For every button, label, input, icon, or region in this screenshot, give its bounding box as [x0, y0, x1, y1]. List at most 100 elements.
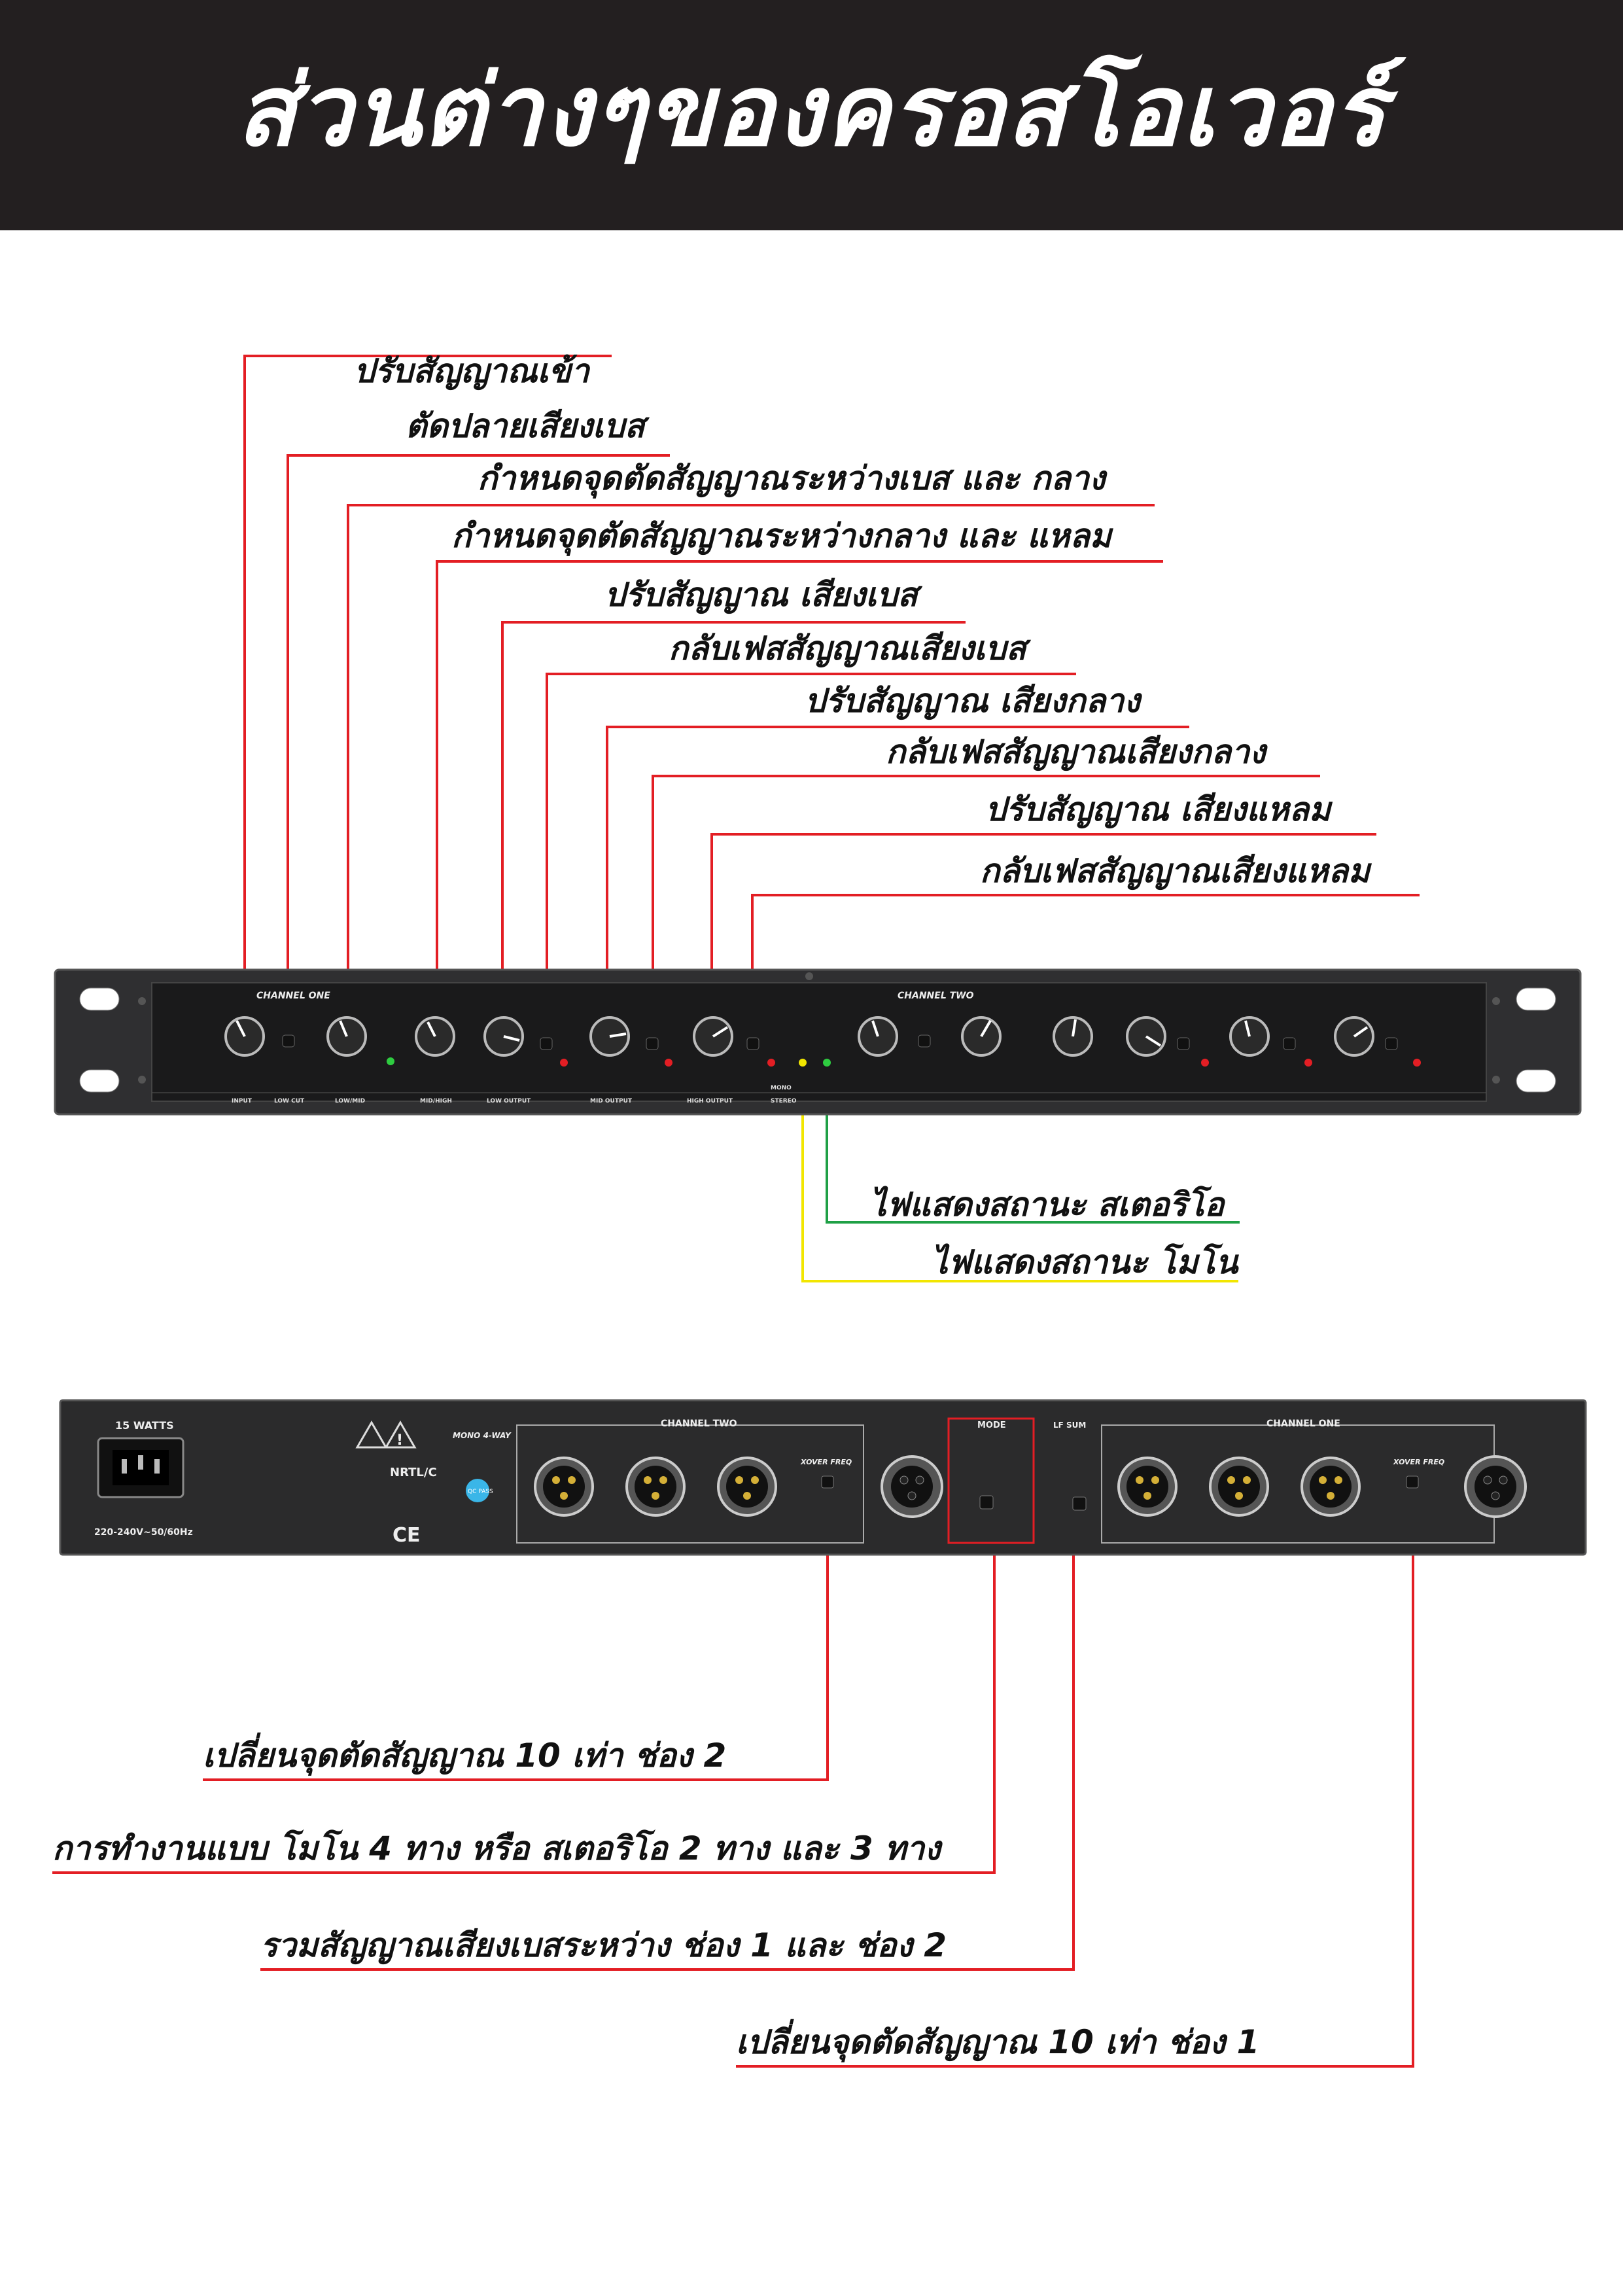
stereo-led — [823, 1059, 831, 1067]
rear-panel: 15 WATTS 220-240V~50/60Hz ! NRTL/C QC PA… — [59, 1399, 1587, 1556]
mode-switch-group — [947, 1417, 1035, 1544]
label-low-gain: ปรับสัญญาณ เสียงเบส — [604, 576, 918, 614]
channel-two-label: CHANNEL TWO — [898, 991, 974, 1001]
ch1-mid-output-knob[interactable] — [589, 1016, 630, 1057]
rack-hole-left-top — [79, 987, 120, 1011]
ch2-xlr-low[interactable] — [717, 1457, 777, 1517]
ch2-low-led — [1201, 1059, 1209, 1067]
rear-channel-one-label: CHANNEL ONE — [1266, 1419, 1340, 1429]
leader-stereo-led — [826, 1106, 1240, 1224]
voltage-label: 220-240V~50/60Hz — [94, 1527, 193, 1538]
lf-sum-label: LF SUM — [1053, 1421, 1086, 1430]
ch1-xlr-input[interactable] — [1464, 1455, 1527, 1518]
mono-led — [799, 1059, 807, 1067]
qc-pass-text: QC PASS — [468, 1489, 493, 1495]
ch1-xover-freq-label: XOVER FREQ — [1393, 1458, 1444, 1466]
title-banner: ส่วนต่างๆของครอสโอเวอร์ — [0, 0, 1623, 230]
rear-channel-two-label: CHANNEL TWO — [661, 1419, 737, 1429]
label-mid-phase: กลับเฟสสัญญาณเสียงกลาง — [886, 733, 1266, 771]
leader-low-phase — [546, 673, 1076, 1059]
ch1-xover-x10-button[interactable] — [1406, 1475, 1419, 1489]
label-mono-led: ไฟแสดงสถานะ โมโน — [932, 1243, 1238, 1281]
ch1-low-phase-button[interactable] — [540, 1037, 553, 1050]
ch1-high-output-knob[interactable] — [693, 1016, 733, 1057]
ch2-high-led — [1413, 1059, 1421, 1067]
rack-hole-right-bottom — [1516, 1069, 1556, 1093]
ch2-mid-led — [1304, 1059, 1312, 1067]
qc-pass-seal — [466, 1479, 489, 1502]
section-low-mid: LOW/MID — [335, 1098, 365, 1104]
label-xover-mid-high: กำหนดจุดตัดสัญญาณระหว่างกลาง และ แหลม — [451, 517, 1111, 555]
section-stereo: STEREO — [771, 1098, 797, 1104]
ch1-x10-led — [387, 1057, 394, 1065]
ch1-xlr-high[interactable] — [1117, 1457, 1178, 1517]
ch2-high-phase-button[interactable] — [1385, 1037, 1398, 1050]
label-rear-mode: การทำงานแบบ โมโน 4 ทาง หรือ สเตอริโอ 2 ท… — [52, 1829, 941, 1867]
svg-text:!: ! — [396, 1432, 403, 1449]
ch2-input-knob[interactable] — [858, 1016, 898, 1057]
ch1-xover-low-mid-knob[interactable] — [326, 1016, 367, 1057]
rack-hole-left-bottom — [79, 1069, 120, 1093]
ch1-low-cut-button[interactable] — [282, 1034, 295, 1048]
ch2-low-cut-button[interactable] — [918, 1034, 931, 1048]
ch2-low-phase-button[interactable] — [1177, 1037, 1190, 1050]
ch1-xlr-low[interactable] — [1300, 1457, 1361, 1517]
section-low-cut: LOW CUT — [274, 1098, 305, 1104]
ch2-xover-freq-label: XOVER FREQ — [800, 1458, 852, 1466]
mode-button[interactable] — [979, 1495, 994, 1510]
ch2-mid-phase-button[interactable] — [1283, 1037, 1296, 1050]
label-low-cut: ตัดปลายเสียงเบส — [406, 407, 645, 445]
ch2-mid-output-knob[interactable] — [1229, 1016, 1270, 1057]
mode-label: MODE — [977, 1421, 1006, 1430]
section-mid-high: MID/HIGH — [420, 1098, 452, 1104]
ch1-low-output-knob[interactable] — [483, 1016, 524, 1057]
section-low-output: LOW OUTPUT — [487, 1098, 531, 1104]
leader-low-gain — [501, 621, 966, 1034]
ch1-xlr-mid[interactable] — [1209, 1457, 1269, 1517]
leader-rear-xover-ch2 — [203, 1544, 829, 1781]
ch1-mid-led — [665, 1059, 672, 1067]
ch2-xlr-high[interactable] — [534, 1457, 594, 1517]
ce-mark: CE — [393, 1524, 421, 1547]
ch2-xover-low-mid-knob[interactable] — [961, 1016, 1002, 1057]
label-xover-low-mid: กำหนดจุดตัดสัญญาณระหว่างเบส และ กลาง — [478, 459, 1106, 497]
label-high-gain: ปรับสัญญาณ เสียงแหลม — [985, 790, 1331, 828]
ch1-input-knob[interactable] — [224, 1016, 265, 1057]
leader-high-gain — [710, 833, 1376, 1034]
front-panel: CHANNEL ONE CHANNEL TWO INPUT LOW CUT LO… — [54, 968, 1582, 1116]
leader-input — [243, 355, 612, 1021]
section-mid-output: MID OUTPUT — [590, 1098, 633, 1104]
leader-mono-led — [801, 1106, 1238, 1282]
ch1-high-led — [767, 1059, 775, 1067]
leader-rear-lf-sum — [260, 1544, 1075, 1971]
ch1-high-phase-button[interactable] — [746, 1037, 759, 1050]
label-high-phase: กลับเฟสสัญญาณเสียงแหลม — [980, 852, 1370, 890]
channel-one-label: CHANNEL ONE — [256, 991, 330, 1001]
label-rear-xover-ch2: เปลี่ยนจุดตัดสัญญาณ 10 เท่า ช่อง 2 — [203, 1737, 727, 1775]
leader-xover-low-mid — [347, 504, 1155, 1044]
leader-rear-mode — [52, 1544, 996, 1874]
label-input-gain: ปรับสัญญาณเข้า — [354, 352, 589, 390]
ch2-xover-mid-high-knob[interactable] — [1053, 1016, 1093, 1057]
ch1-low-led — [560, 1059, 568, 1067]
ch2-xlr-mid[interactable] — [625, 1457, 686, 1517]
section-input: INPUT — [232, 1098, 253, 1104]
leader-low-cut — [287, 454, 670, 1045]
ch2-xlr-input[interactable] — [881, 1455, 943, 1518]
lf-sum-button[interactable] — [1072, 1496, 1087, 1511]
leader-mid-phase — [652, 775, 1320, 1059]
certification-mark: NRTL/C — [390, 1466, 437, 1479]
rack-hole-right-top — [1516, 987, 1556, 1011]
section-high-output: HIGH OUTPUT — [687, 1098, 733, 1104]
leader-xover-mid-high — [436, 560, 1163, 1034]
label-low-phase: กลับเฟสสัญญาณเสียงเบส — [669, 629, 1026, 667]
ch2-xover-x10-button[interactable] — [821, 1475, 834, 1489]
leader-rear-xover-ch1 — [736, 1544, 1414, 2068]
ch2-low-output-knob[interactable] — [1126, 1016, 1166, 1057]
ch1-xover-mid-high-knob[interactable] — [415, 1016, 455, 1057]
label-stereo-led: ไฟแสดงสถานะ สเตอริโอ — [870, 1186, 1225, 1224]
label-mid-gain: ปรับสัญญาณ เสียงกลาง — [805, 682, 1140, 720]
ch2-high-output-knob[interactable] — [1334, 1016, 1374, 1057]
label-rear-lf-sum: รวมสัญญาณเสียงเบสระหว่าง ช่อง 1 และ ช่อง… — [260, 1926, 947, 1964]
ch1-mid-phase-button[interactable] — [646, 1037, 659, 1050]
